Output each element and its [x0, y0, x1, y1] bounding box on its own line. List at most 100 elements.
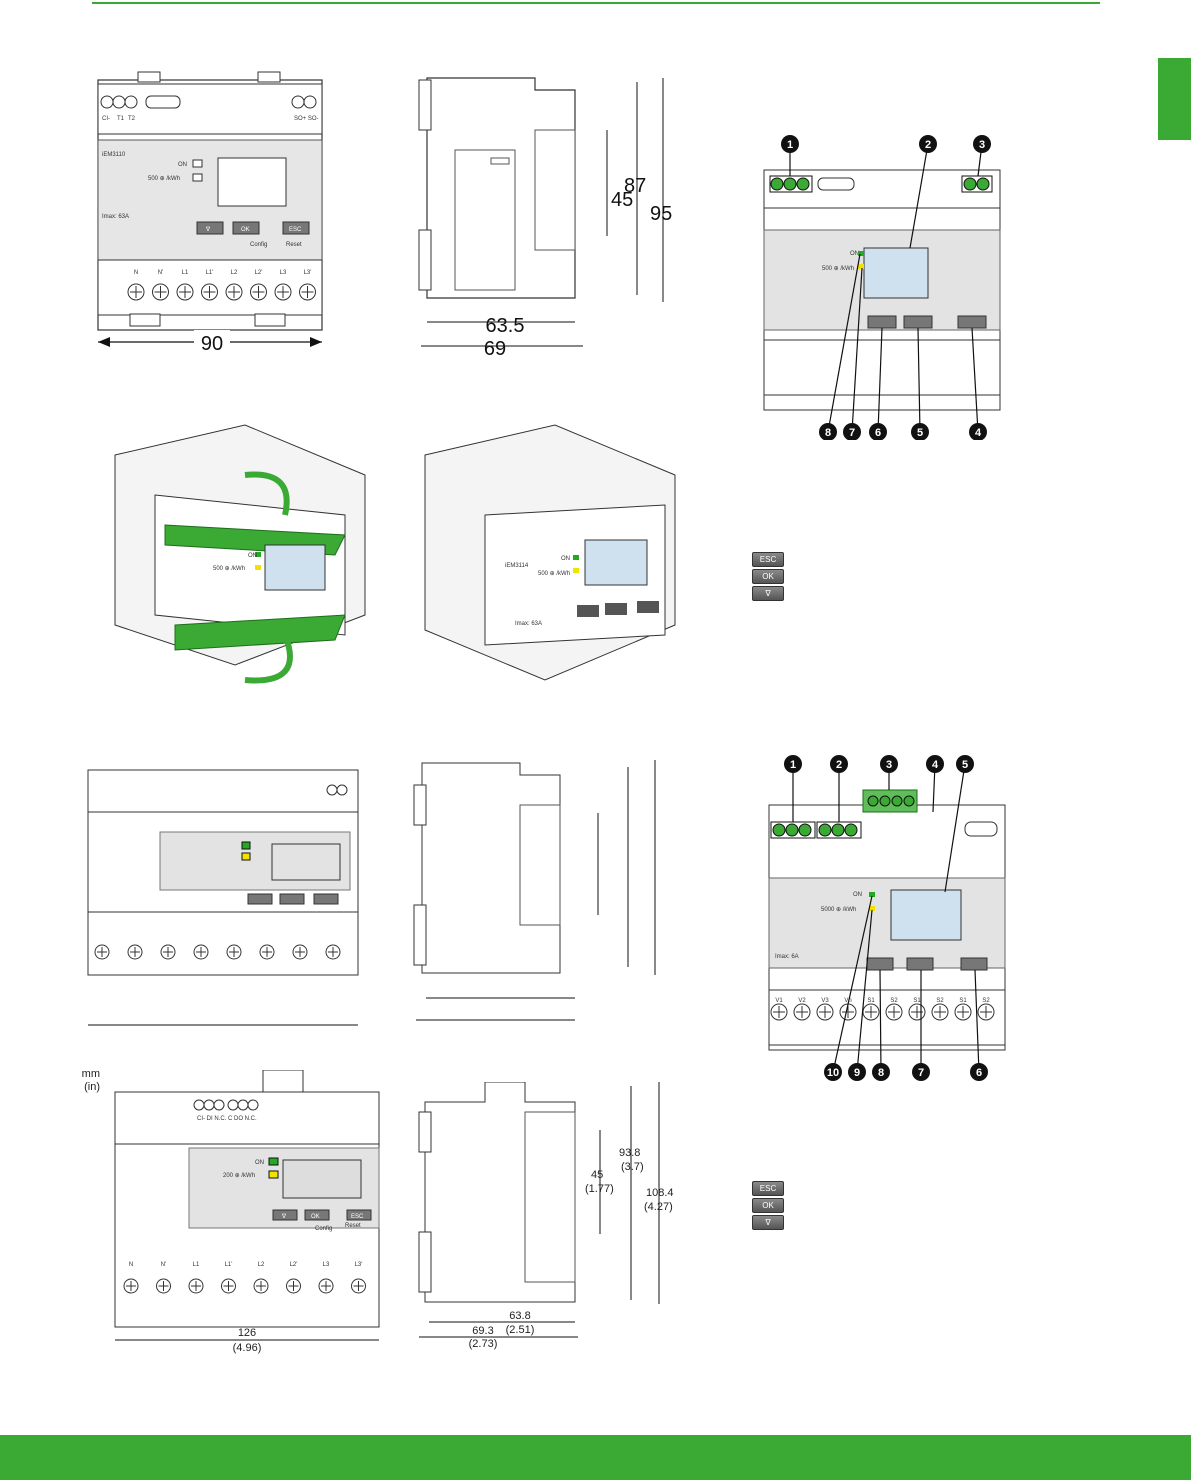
d-reset-label: Reset: [345, 1223, 361, 1229]
callout-number: 5: [962, 759, 968, 771]
top-terminal-label-2: T1: [117, 116, 125, 122]
callout-number: 7: [918, 1067, 924, 1079]
callout-marker: [956, 755, 974, 773]
esc-button-label: ESC: [289, 227, 302, 233]
callout-number: 10: [827, 1067, 839, 1079]
d-dim-window-height-in: (1.77): [585, 1183, 614, 1195]
callout-number: 1: [787, 139, 793, 151]
terminal-label: V1: [775, 998, 783, 1004]
callout-marker: [911, 423, 929, 440]
d-dim-body-depth-in: (2.51): [506, 1324, 535, 1336]
callout-number: 4: [932, 759, 939, 771]
terminal-label: L2: [258, 1262, 265, 1268]
d-top-terminals: [193, 1099, 259, 1111]
terminal-label: L2': [255, 270, 263, 276]
terminal-label: L1': [225, 1262, 233, 1268]
top-terminal-screws: [100, 95, 317, 109]
closed-model-label: iEM3114: [505, 563, 529, 569]
bottom-terminals-plain: [94, 944, 341, 960]
top-terminal-label-1: CI-: [102, 116, 110, 122]
io-terminals-green: [770, 789, 998, 839]
side-view-meter-a: 45 87 95 63.5 69: [418, 77, 672, 360]
d-dim-body-depth: 63.8: [509, 1310, 530, 1322]
callout-number: 3: [886, 759, 892, 771]
callout-number: 8: [825, 427, 831, 439]
terminal-label: L2': [290, 1262, 298, 1268]
header-rule: [92, 2, 1100, 4]
d-dim-body-height-in: (3.7): [621, 1161, 644, 1173]
led-pulse-label: 500 ⊕ /kWh: [148, 176, 180, 182]
terminal-label: N: [134, 270, 138, 276]
button-legend-b: ESC OK ∇: [752, 1181, 792, 1231]
terminal-label: L3': [304, 270, 312, 276]
callout-led-on-label: ON: [850, 251, 859, 257]
side-view-meter-c: [413, 760, 656, 1021]
d-dim-total-depth: 69.3: [472, 1325, 493, 1337]
d-top-terminal-labels: CI- DI N.C. C DO N.C.: [197, 1116, 257, 1122]
led-on-label: ON: [178, 162, 187, 168]
closed-imax-label: Imax: 63A: [515, 621, 542, 627]
callout-marker: [824, 1063, 842, 1081]
terminal-label: L3: [323, 1262, 330, 1268]
callout-marker: [843, 423, 861, 440]
terminal-label: S2: [936, 998, 944, 1004]
d-dim-window-height: 45: [591, 1169, 603, 1181]
callout-number: 6: [976, 1067, 982, 1079]
dim-body-height: 87: [624, 175, 646, 197]
closed-led-pulse-label: 500 ⊕ /kWh: [538, 571, 570, 577]
callout-b-led-pulse-label: 5000 ⊕ /kWh: [821, 907, 856, 913]
callout-number: 2: [925, 139, 931, 151]
terminal-label: L1: [193, 1262, 200, 1268]
callout-number: 8: [878, 1067, 884, 1079]
legend-esc-button: ESC: [752, 552, 784, 567]
callout-number: 9: [854, 1067, 860, 1079]
callout-markers-b: 1 2 3 4 5 6 7 8 9 10: [784, 755, 988, 1081]
callout-marker: [830, 755, 848, 773]
d-dim-total-height-in: (4.27): [644, 1201, 673, 1213]
d-led-pulse-label: 200 ⊕ /kWh: [223, 1173, 255, 1179]
callout-marker: [872, 1063, 890, 1081]
terminal-label: S1: [959, 998, 967, 1004]
d-dim-total-depth-in: (2.73): [469, 1338, 498, 1350]
d-ok-button-label: OK: [311, 1214, 320, 1220]
callout-number: 4: [975, 427, 982, 439]
terminal-label: V2: [798, 998, 806, 1004]
terminal-label: L3': [355, 1262, 363, 1268]
callout-marker: [784, 755, 802, 773]
callout-number: 1: [790, 759, 796, 771]
callout-b-led-on-label: ON: [853, 892, 862, 898]
button-legend-a: ESC OK ∇: [752, 552, 792, 602]
terminal-label: Vn: [844, 998, 851, 1004]
pulse-terminal-label: SO+ SO-: [294, 116, 319, 122]
callout-marker: [781, 135, 799, 153]
section-tab: [1158, 58, 1191, 140]
legend-b-down-button: ∇: [752, 1215, 784, 1230]
dim-total-depth: 69: [484, 338, 506, 360]
terminal-label: V3: [821, 998, 829, 1004]
callout-number: 3: [979, 139, 985, 151]
callout-number: 6: [875, 427, 881, 439]
legend-down-button: ∇: [752, 586, 784, 601]
callout-b-imax-label: Imax: 6A: [775, 954, 799, 960]
perspective-view-closed: iEM3114 ON 500 ⊕ /kWh Imax: 63A: [424, 424, 676, 681]
callout-marker: [912, 1063, 930, 1081]
callout-number: 2: [836, 759, 842, 771]
callout-marker: [970, 1063, 988, 1081]
dim-window-height: 45: [611, 189, 633, 211]
terminal-label: S2: [982, 998, 990, 1004]
d-dim-total-height: 108.4: [646, 1187, 674, 1199]
units-label: mm (in): [80, 1068, 100, 1094]
d-down-button-label: ∇: [281, 1213, 287, 1220]
callout-led-pulse-label: 500 ⊕ /kWh: [822, 266, 854, 272]
terminal-label: L1': [206, 270, 214, 276]
imax-label: Imax: 63A: [102, 214, 129, 220]
callout-marker: [869, 423, 887, 440]
callout-marker: [919, 135, 937, 153]
legend-b-esc-button: ESC: [752, 1181, 784, 1196]
input-terminals-green: [769, 175, 993, 193]
